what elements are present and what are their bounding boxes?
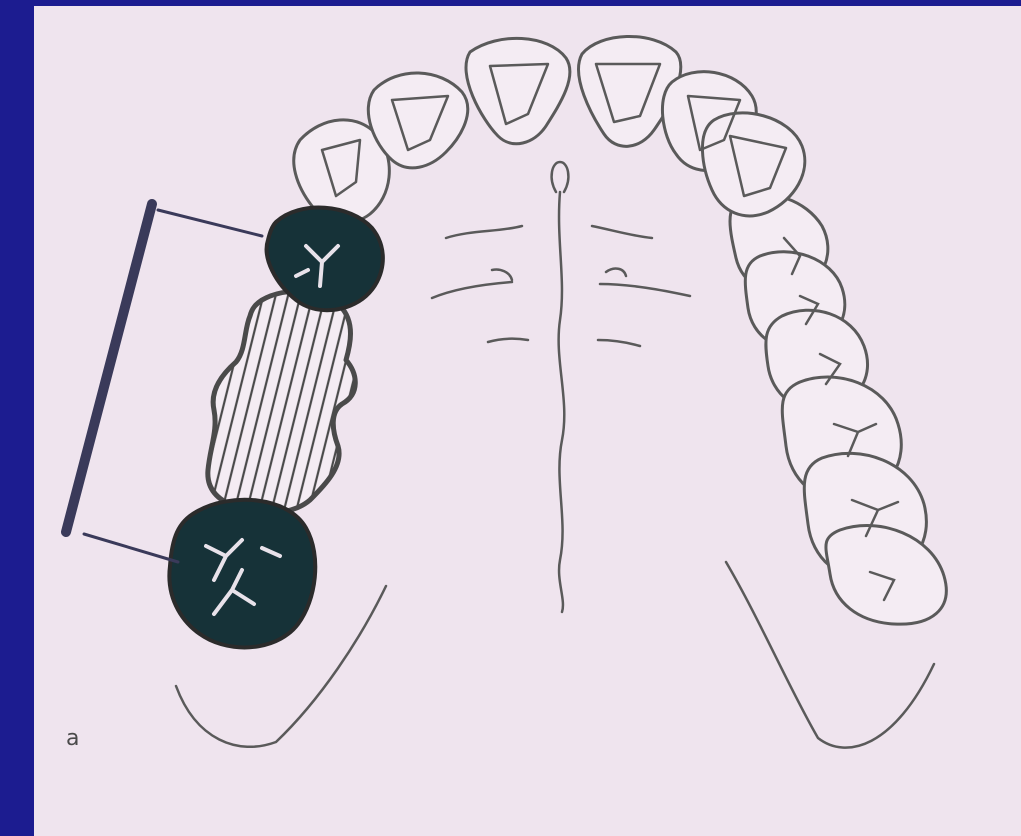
- tooth-right-molar-3: [826, 526, 946, 625]
- fixed-partial-denture: [66, 204, 383, 647]
- ruga-left-1: [446, 226, 522, 238]
- span-tick-top: [158, 210, 262, 236]
- median-palatine-raphe: [559, 192, 565, 612]
- ruga-left-2b: [492, 269, 512, 280]
- ruga-right-2b: [606, 269, 626, 276]
- figure-label: a: [66, 728, 79, 750]
- palate-markings: [432, 162, 690, 612]
- ruga-right-3: [598, 340, 640, 346]
- tooth-left-central-incisor: [466, 38, 570, 143]
- ruga-left-2: [432, 282, 512, 298]
- incisive-papilla: [552, 162, 569, 192]
- ruga-right-1: [592, 226, 652, 238]
- ruga-left-3: [488, 339, 528, 342]
- ruga-right-2: [600, 284, 690, 296]
- pontic-hatched: [208, 291, 355, 512]
- span-bar: [66, 204, 152, 532]
- teeth-right-posterior: [730, 194, 946, 624]
- span-tick-bottom: [84, 534, 178, 562]
